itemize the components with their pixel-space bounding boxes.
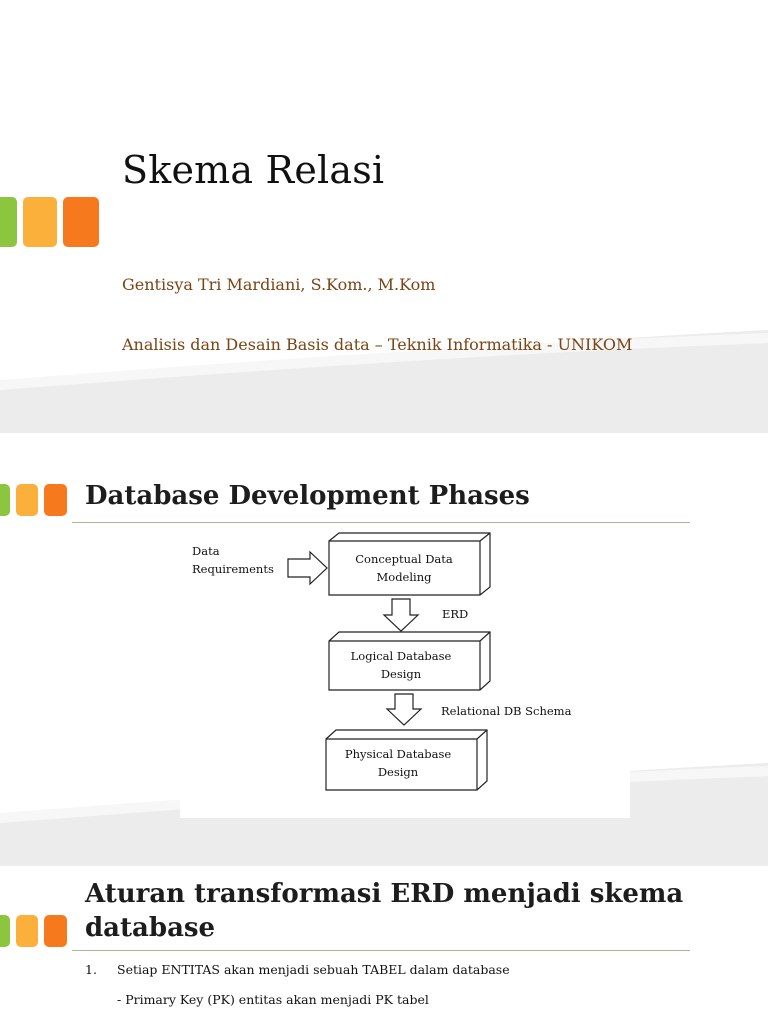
box2-label-line1: Logical Database — [351, 649, 452, 663]
green-square — [0, 915, 10, 947]
orange-square — [16, 484, 38, 516]
slide-title-heading: Skema Relasi — [122, 148, 385, 192]
slide-heading-line1: Aturan transformasi ERD menjadi skema — [85, 879, 684, 909]
slide-development-phases: Database Development Phases Data Require… — [0, 433, 768, 866]
box1-label-line1: Conceptual Data — [355, 552, 453, 566]
accent-squares — [0, 915, 67, 947]
input-label-line2: Requirements — [192, 562, 274, 576]
author-name: Gentisya Tri Mardiani, S.Kom., M.Kom — [122, 275, 436, 294]
box3-label-line2: Design — [378, 765, 419, 779]
conceptual-box: Conceptual Data Modeling — [328, 532, 491, 596]
title-divider — [72, 950, 690, 951]
down-arrow-icon — [382, 598, 420, 632]
box1-label-line2: Modeling — [377, 570, 433, 584]
accent-squares — [0, 197, 99, 247]
list-number: 1. — [85, 962, 97, 977]
orange-square — [23, 197, 57, 247]
box2-label-line2: Design — [381, 667, 422, 681]
arrow2-label: Relational DB Schema — [441, 704, 572, 718]
right-arrow-icon — [287, 550, 328, 586]
phases-diagram: Data Requirements Conceptual Data Modeli… — [180, 528, 630, 818]
slide-heading: Database Development Phases — [85, 481, 530, 511]
green-square — [0, 484, 10, 516]
slide-heading-line2: database — [85, 913, 216, 943]
course-info: Analisis dan Desain Basis data – Teknik … — [122, 335, 633, 354]
dark-orange-square — [44, 484, 67, 516]
slide-transformation-rules: Aturan transformasi ERD menjadi skema da… — [0, 866, 768, 1024]
list-item-text: Setiap ENTITAS akan menjadi sebuah TABEL… — [117, 962, 510, 977]
dark-orange-square — [63, 197, 99, 247]
physical-box: Physical Database Design — [325, 729, 488, 791]
dark-orange-square — [44, 915, 67, 947]
input-label-line1: Data — [192, 544, 220, 558]
down-arrow-icon — [385, 693, 423, 726]
green-square — [0, 197, 17, 247]
accent-squares — [0, 484, 67, 516]
slide-title: Skema Relasi Gentisya Tri Mardiani, S.Ko… — [0, 0, 768, 433]
logical-box: Logical Database Design — [328, 631, 491, 691]
list-item-text: - Primary Key (PK) entitas akan menjadi … — [117, 992, 429, 1007]
arrow1-label: ERD — [442, 607, 468, 621]
orange-square — [16, 915, 38, 947]
box3-label-line1: Physical Database — [345, 747, 452, 761]
title-divider — [72, 522, 690, 523]
